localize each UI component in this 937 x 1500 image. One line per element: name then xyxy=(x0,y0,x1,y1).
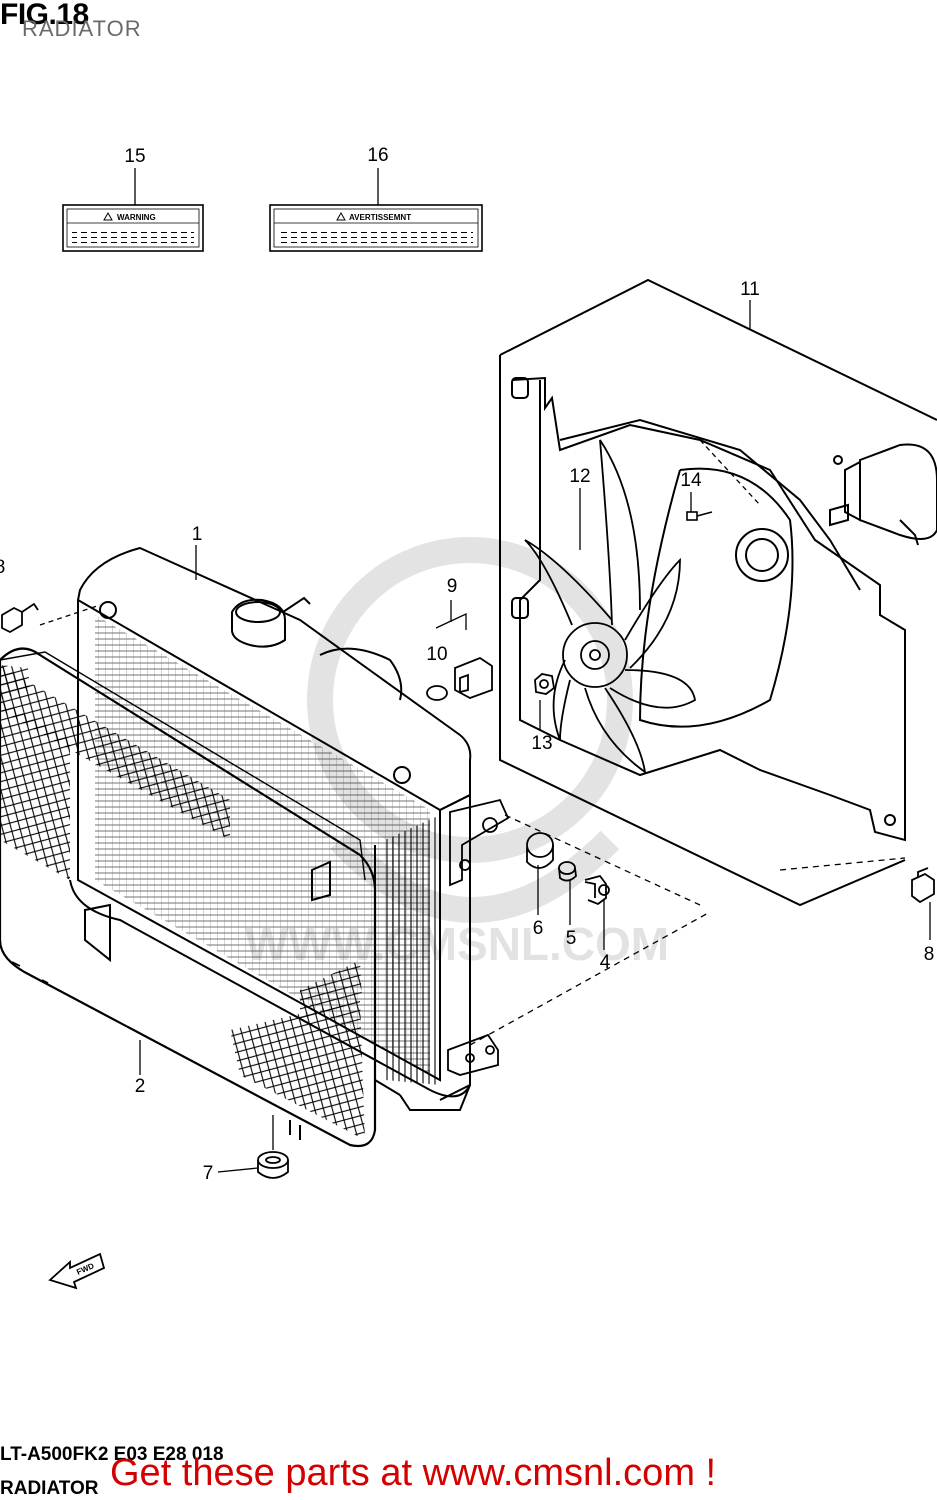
bolt-14 xyxy=(686,511,713,521)
callout-12: 12 xyxy=(569,466,590,487)
callout-8-left: 8 xyxy=(0,557,5,578)
callout-numbers: 15 16 11 12 14 1 8 9 10 13 6 5 4 8 2 7 xyxy=(0,145,934,1184)
callout-11: 11 xyxy=(740,279,760,300)
callout-10: 10 xyxy=(426,644,447,665)
avertissement-label-text: AVERTISSEMNT xyxy=(349,213,411,222)
cta-link[interactable]: Get these parts at www.cmsnl.com ! xyxy=(110,1452,717,1494)
leader-lines xyxy=(39,168,931,1173)
callout-14: 14 xyxy=(680,470,702,491)
warning-label-text: WARNING xyxy=(117,213,156,222)
warning-label: WARNING xyxy=(62,204,204,252)
callout-6: 6 xyxy=(533,918,544,939)
fan-shroud xyxy=(499,278,937,907)
callout-8-right: 8 xyxy=(924,944,935,965)
damper-7 xyxy=(257,1151,289,1179)
callout-7: 7 xyxy=(203,1163,214,1184)
callout-15: 15 xyxy=(124,146,145,167)
section-name: RADIATOR xyxy=(0,1478,99,1499)
radiator xyxy=(69,546,472,1140)
callout-16: 16 xyxy=(367,145,388,166)
callout-2: 2 xyxy=(135,1076,146,1097)
callout-4: 4 xyxy=(600,952,611,973)
model-code: LT-A500FK2 E03 E28 018 xyxy=(0,1444,224,1465)
callout-9: 9 xyxy=(447,576,458,597)
callout-1: 1 xyxy=(192,524,203,545)
bolt-8 xyxy=(1,602,935,904)
fan-motor xyxy=(829,443,937,546)
radiator-brackets xyxy=(447,798,510,1076)
avertissement-label: AVERTISSEMNT xyxy=(269,204,483,252)
figure-label: FIG.18 xyxy=(0,0,89,31)
forward-arrow: FWD xyxy=(48,1252,106,1290)
mount-hardware xyxy=(526,832,610,906)
nut-13 xyxy=(534,673,555,695)
figure-subtitle: RADIATOR xyxy=(22,16,142,41)
thermo-switch xyxy=(426,656,493,701)
callout-13: 13 xyxy=(531,733,552,754)
callout-5: 5 xyxy=(566,928,577,949)
cooling-fan xyxy=(524,439,696,774)
radiator-guard xyxy=(0,647,377,1148)
